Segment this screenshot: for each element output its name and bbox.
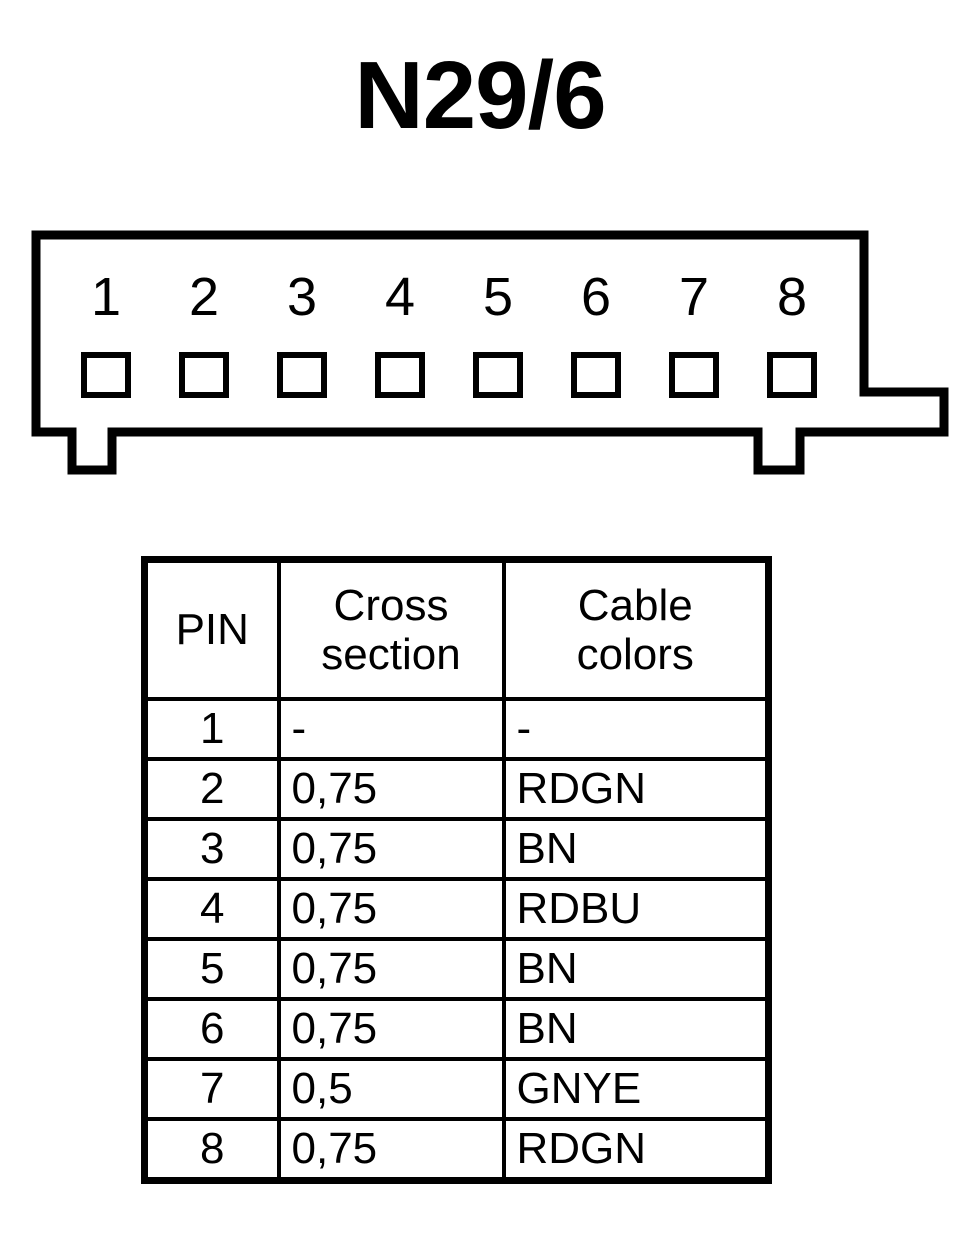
cell-cable-colors: RDBU (501, 877, 771, 941)
cell-cable-colors: BN (501, 997, 771, 1061)
table-row: 3 0,75 BN (142, 817, 771, 881)
cross-section-line-1: Cross (333, 580, 449, 630)
connector-diagram: 1 2 3 4 5 6 7 8 (0, 222, 960, 482)
pin-number-2: 2 (189, 267, 219, 327)
cell-pin: 1 (142, 697, 281, 761)
pin-number-8: 8 (777, 267, 807, 327)
pin-cavity-5 (473, 352, 523, 398)
cell-cross-section: 0,75 (276, 1117, 506, 1183)
cable-colors-line-1: Cable (577, 580, 693, 630)
cell-cross-section: 0,5 (276, 1057, 506, 1121)
cell-cross-section: 0,75 (276, 877, 506, 941)
pin-number-3: 3 (287, 267, 317, 327)
cell-cross-section: 0,75 (276, 937, 506, 1001)
cell-pin: 2 (142, 757, 281, 821)
cell-pin: 4 (142, 877, 281, 941)
pin-number-1: 1 (91, 267, 121, 327)
table-row: 2 0,75 RDGN (142, 757, 771, 821)
pin-number-row: 1 2 3 4 5 6 7 8 (91, 267, 807, 327)
cell-cable-colors: RDGN (501, 757, 771, 821)
pin-cavity-2 (179, 352, 229, 398)
pinout-table: PIN Cross section Cable colors 1 - - 2 0… (141, 556, 772, 1184)
pin-number-4: 4 (385, 267, 415, 327)
column-header-cable-colors: Cable colors (501, 557, 771, 701)
pin-cavity-7 (669, 352, 719, 398)
table-row: 4 0,75 RDBU (142, 877, 771, 941)
pin-cavity-4 (375, 352, 425, 398)
cell-cross-section: 0,75 (276, 757, 506, 821)
cell-cross-section: - (276, 697, 506, 761)
pin-number-5: 5 (483, 267, 513, 327)
table-row: 7 0,5 GNYE (142, 1057, 771, 1121)
cell-cable-colors: - (501, 697, 771, 761)
table-header-row: PIN Cross section Cable colors (142, 557, 771, 701)
pin-cavity-1 (81, 352, 131, 398)
cross-section-line-2: section (321, 630, 461, 679)
pin-cavity-6 (571, 352, 621, 398)
pin-cavity-8 (767, 352, 817, 398)
table-row: 6 0,75 BN (142, 997, 771, 1061)
pin-number-7: 7 (679, 267, 709, 327)
cell-cross-section: 0,75 (276, 817, 506, 881)
table-row: 8 0,75 RDGN (142, 1117, 771, 1183)
pin-cavity-3 (277, 352, 327, 398)
cable-colors-line-2: colors (576, 630, 694, 679)
page-title: N29/6 (354, 42, 606, 149)
cell-pin: 7 (142, 1057, 281, 1121)
pin-number-6: 6 (581, 267, 611, 327)
cell-pin: 5 (142, 937, 281, 1001)
table-row: 5 0,75 BN (142, 937, 771, 1001)
cell-cross-section: 0,75 (276, 997, 506, 1061)
cell-cable-colors: GNYE (501, 1057, 771, 1121)
cell-cable-colors: RDGN (501, 1117, 771, 1183)
cell-pin: 3 (142, 817, 281, 881)
cell-cable-colors: BN (501, 817, 771, 881)
column-header-cross-section: Cross section (276, 557, 506, 701)
pin-cavity-row (81, 352, 817, 398)
cell-pin: 8 (142, 1117, 281, 1183)
column-header-pin: PIN (142, 557, 281, 701)
cell-pin: 6 (142, 997, 281, 1061)
cell-cable-colors: BN (501, 937, 771, 1001)
table-row: 1 - - (142, 697, 771, 761)
